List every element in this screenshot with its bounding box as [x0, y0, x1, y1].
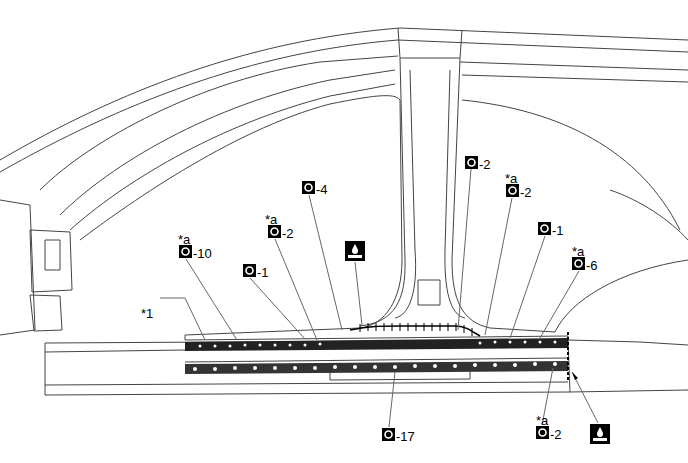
callout-number: -2	[282, 226, 294, 241]
callout-number: -10	[193, 246, 212, 261]
label-slot: *1	[141, 304, 153, 322]
label-slot: -2	[520, 183, 532, 201]
callout-number: -2	[479, 157, 491, 172]
label-slot: -1	[257, 263, 269, 281]
sealer-symbol	[345, 241, 365, 261]
label-slot: -2	[479, 155, 491, 173]
label-slot: *a	[572, 242, 584, 260]
note-marker: *a	[265, 212, 277, 227]
label-slot: -1	[552, 221, 564, 239]
callout-number: -6	[586, 258, 598, 273]
note-marker: *1	[141, 306, 153, 321]
callout-number: -2	[520, 185, 532, 200]
label-slot: *a	[505, 169, 517, 187]
label-slot: *a	[536, 411, 548, 429]
label-slot: *a	[265, 210, 277, 228]
weld-symbols	[179, 156, 585, 441]
callout-number: -2	[550, 427, 562, 442]
label-slot: -4	[316, 180, 328, 198]
label-slot: -17	[396, 427, 415, 445]
callout-number: -1	[552, 223, 564, 238]
label-slot: -2	[282, 224, 294, 242]
callout-number: -17	[396, 429, 415, 444]
note-marker: *a	[505, 171, 517, 186]
label-slot: -6	[586, 256, 598, 274]
note-marker: *a	[178, 232, 190, 247]
label-slot: -2	[550, 425, 562, 443]
callout-number: -1	[257, 265, 269, 280]
note-marker: *a	[572, 244, 584, 259]
note-marker: *a	[536, 413, 548, 428]
label-slot: -10	[193, 244, 212, 262]
callout-number: -4	[316, 182, 328, 197]
label-slot: *a	[178, 230, 190, 248]
sealer-symbol	[590, 424, 610, 444]
